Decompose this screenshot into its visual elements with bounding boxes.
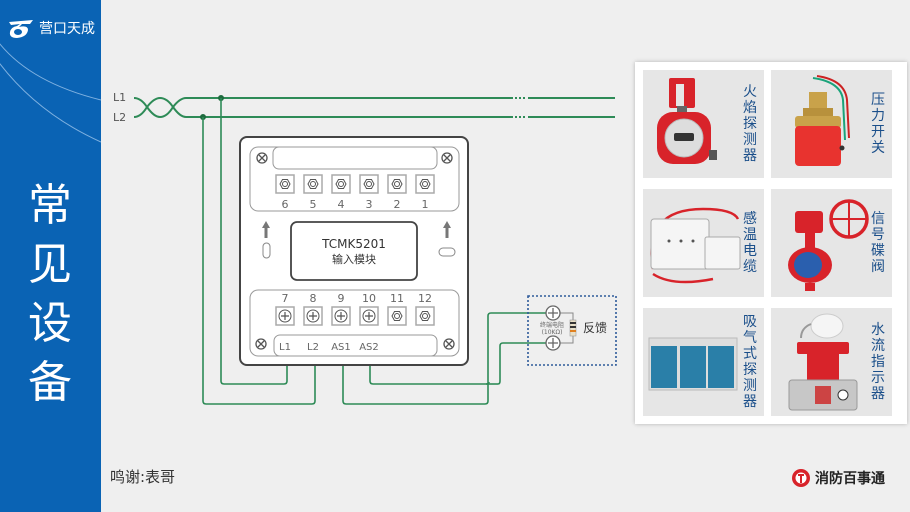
terminal-number: 3 [366, 198, 373, 211]
terminal-label-l1: L1 [279, 342, 291, 353]
feedback-terminal-icon [545, 335, 561, 351]
screw-icon [255, 338, 267, 350]
device-card-flame-detector: 火 焰 探 测 器 [643, 70, 764, 178]
terminal-nut-icon [387, 306, 407, 326]
source-brand: 消防百事通 [791, 468, 885, 488]
resistor-icon [569, 319, 577, 337]
terminal-number: 12 [418, 292, 432, 305]
input-module: 6 5 4 3 2 1 TCMK5201 输入模块 7 8 9 10 11 12 L1 L2 AS1… [239, 136, 469, 366]
terminal-number: 8 [310, 292, 317, 305]
screw-icon [443, 338, 455, 350]
device-name: 压 力 开 关 [871, 92, 885, 156]
module-model: TCMK5201 [321, 237, 386, 251]
device-name: 火 焰 探 测 器 [743, 84, 757, 164]
arrow-up-icon [443, 221, 451, 238]
device-name: 水 流 指 示 器 [871, 322, 885, 402]
device-panel: 火 焰 探 测 器 压 力 开 关 [635, 62, 907, 424]
terminal-screw-icon [275, 306, 295, 326]
terminal-number: 2 [394, 198, 401, 211]
module-name: 输入模块 [332, 252, 376, 266]
terminal-number: 6 [282, 198, 289, 211]
source-name: 消防百事通 [815, 471, 885, 487]
feedback-device: 终端电阻 (10KΩ) 反馈 [527, 295, 617, 366]
terminal-number: 1 [422, 198, 429, 211]
arrow-up-icon [262, 221, 270, 238]
aspirating-detector-icon [648, 337, 738, 391]
device-card-heat-cable: 感 温 电 缆 [643, 189, 764, 297]
device-card-water-flow-indicator: 水 流 指 示 器 [771, 308, 892, 416]
terminal-label-l2: L2 [307, 342, 319, 353]
terminal-number: 10 [362, 292, 376, 305]
terminal-number: 11 [390, 292, 404, 305]
slot-icon [262, 242, 271, 259]
title-char: 设 [28, 298, 72, 349]
device-name: 信 号 碟 阀 [871, 211, 885, 275]
feedback-label: 反馈 [583, 321, 607, 335]
bus-label-l2: L2 [113, 111, 126, 124]
acknowledgement: 鸣谢:表哥 [110, 468, 176, 486]
brand-name: 营口天成 [39, 21, 95, 37]
terminal-label-as2: AS2 [359, 342, 379, 353]
page-title: 常 见 设 备 [20, 176, 80, 412]
flame-detector-icon [657, 78, 717, 164]
device-card-pressure-switch: 压 力 开 关 [771, 70, 892, 178]
sidebar: 营口天成 常 见 设 备 [0, 0, 101, 512]
water-flow-indicator-icon [788, 313, 858, 411]
butterfly-valve-icon [788, 199, 869, 291]
title-char: 常 [28, 180, 72, 231]
resistor-value: (10KΩ) [542, 329, 563, 336]
terminal-number: 4 [338, 198, 345, 211]
terminal-screw-icon [331, 306, 351, 326]
feedback-terminal-icon [545, 305, 561, 321]
twisted-pair [133, 96, 221, 119]
bus-label-l1: L1 [113, 91, 126, 104]
terminal-nut-icon [359, 174, 379, 194]
terminal-nut-icon [303, 174, 323, 194]
device-card-butterfly-valve: 信 号 碟 阀 [771, 189, 892, 297]
screw-icon [256, 152, 268, 164]
title-char: 备 [28, 357, 72, 408]
heat-cable-icon [650, 207, 741, 284]
tiancheng-logo-icon [9, 20, 33, 38]
resistor-label: 终端电阻 [540, 321, 564, 329]
device-name: 吸 气 式 探 测 器 [743, 314, 757, 410]
terminal-screw-icon [303, 306, 323, 326]
terminal-nut-icon [275, 174, 295, 194]
terminal-number: 7 [282, 292, 289, 305]
terminal-number: 5 [310, 198, 317, 211]
wiring-diagram: L1 L2 [113, 91, 617, 405]
terminal-label-as1: AS1 [331, 342, 351, 353]
terminal-screw-icon [359, 306, 379, 326]
break-dots [515, 97, 525, 118]
terminal-nut-icon [387, 174, 407, 194]
decorative-arcs [0, 43, 101, 143]
module-wires [202, 98, 553, 405]
title-char: 见 [28, 239, 72, 290]
screw-icon [441, 152, 453, 164]
terminal-nut-icon [331, 174, 351, 194]
fire-service-logo-icon [792, 469, 810, 487]
device-card-aspirating-detector: 吸 气 式 探 测 器 [643, 308, 764, 416]
device-name: 感 温 电 缆 [743, 211, 757, 275]
terminal-nut-icon [415, 306, 435, 326]
slot-icon [438, 247, 456, 257]
brand: 营口天成 [6, 16, 95, 40]
pressure-switch-icon [795, 75, 850, 166]
terminal-number: 9 [338, 292, 345, 305]
terminal-nut-icon [415, 174, 435, 194]
